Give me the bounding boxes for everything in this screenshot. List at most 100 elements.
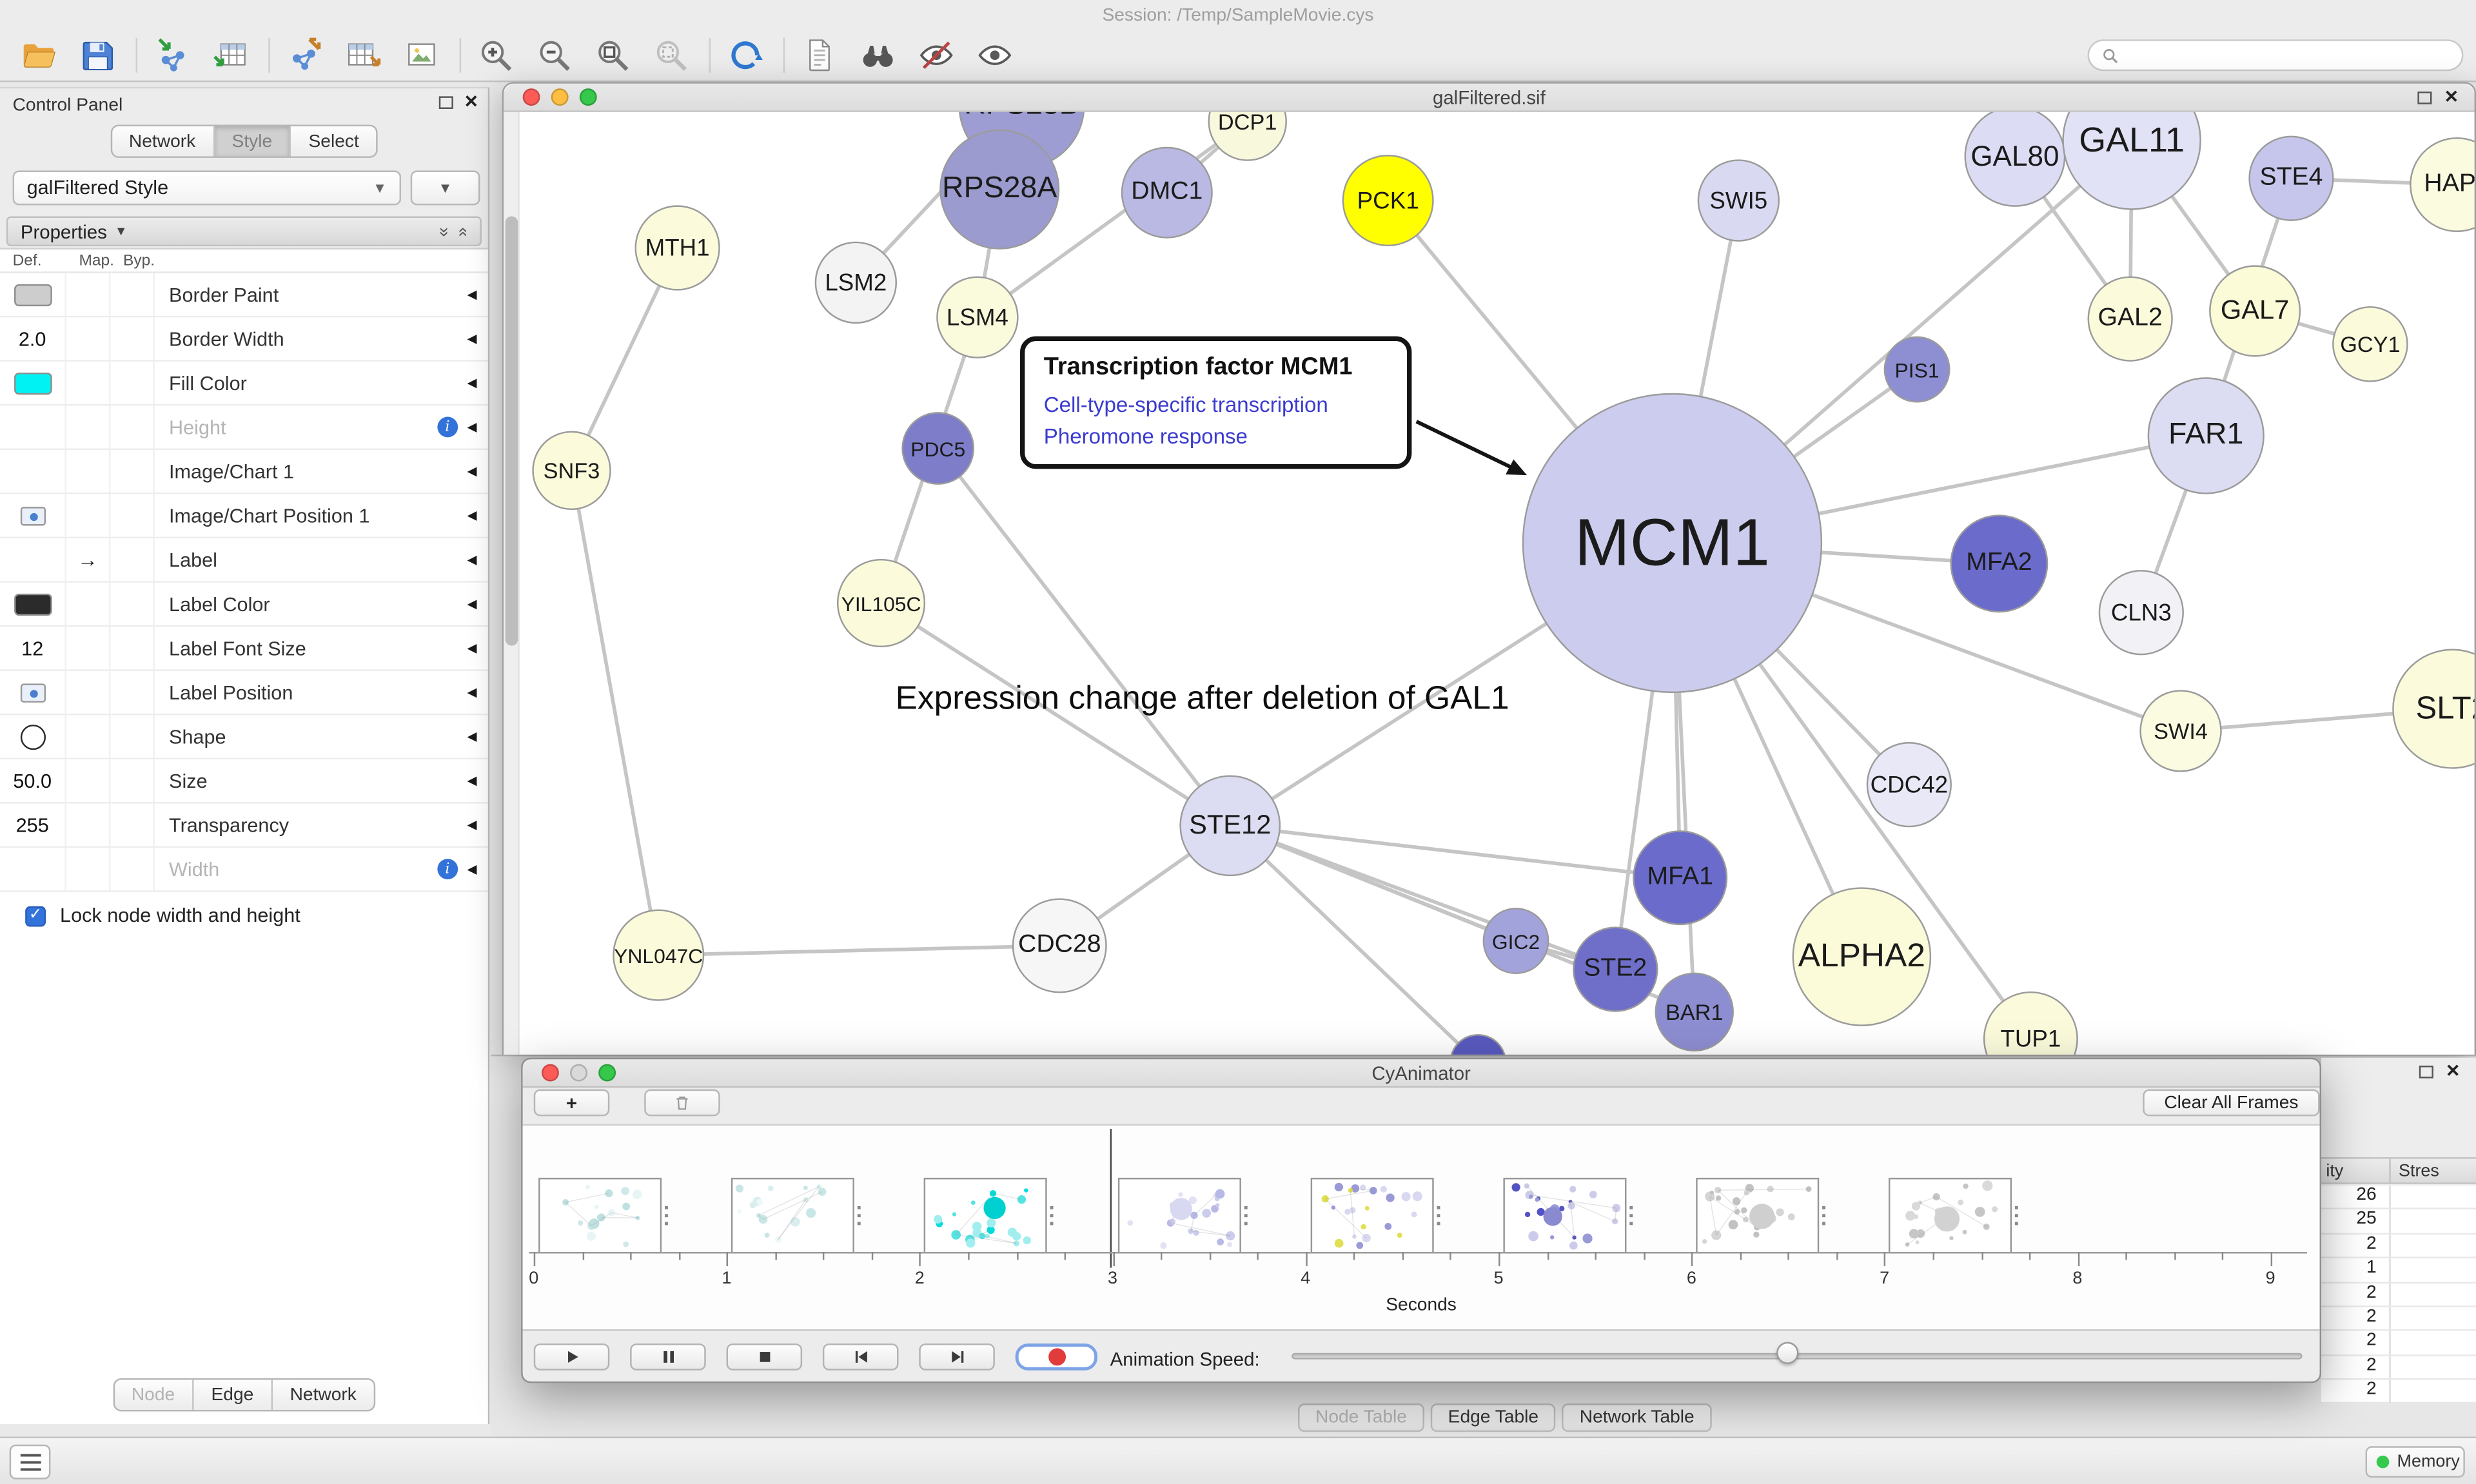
property-default-cell[interactable]: [0, 361, 66, 404]
property-bypass-cell[interactable]: [110, 538, 155, 581]
zoom-window-button[interactable]: [598, 1064, 616, 1082]
zoom-window-button[interactable]: [579, 88, 597, 106]
zoom-out-button[interactable]: [531, 33, 578, 77]
network-window-titlebar[interactable]: galFiltered.sif ✕: [504, 83, 2475, 112]
annotation-link[interactable]: Pheromone response: [1043, 424, 1248, 448]
canvas-scrollbar[interactable]: [504, 112, 520, 1055]
search-input[interactable]: [2127, 44, 2450, 66]
import-network-button[interactable]: [148, 33, 195, 77]
expand-arrow-icon[interactable]: ◀: [467, 685, 477, 699]
animation-frame-thumbnail[interactable]: [731, 1177, 861, 1254]
network-node-yil105c[interactable]: YIL105C: [836, 558, 926, 648]
close-panel-icon[interactable]: ✕: [2445, 1062, 2461, 1082]
expand-arrow-icon[interactable]: ◀: [467, 464, 477, 479]
property-default-cell[interactable]: [0, 405, 66, 449]
play-button[interactable]: [533, 1343, 610, 1371]
network-node-ste2[interactable]: STE2: [1573, 926, 1658, 1012]
expand-arrow-icon[interactable]: ◀: [467, 774, 477, 788]
table-column-header[interactable]: ity: [2321, 1158, 2391, 1183]
close-window-button[interactable]: [542, 1064, 559, 1082]
panel-tab-network[interactable]: Network: [273, 1380, 374, 1410]
network-node-gic2[interactable]: GIC2: [1482, 908, 1549, 975]
property-bypass-cell[interactable]: [110, 449, 155, 493]
add-frame-button[interactable]: +: [533, 1089, 610, 1117]
export-network-button[interactable]: [281, 33, 328, 77]
network-node-ste4[interactable]: STE4: [2248, 135, 2334, 221]
property-mapping-cell[interactable]: [66, 670, 111, 714]
step-forward-button[interactable]: [919, 1343, 995, 1371]
expand-arrow-icon[interactable]: ◀: [467, 508, 477, 523]
property-default-cell[interactable]: [0, 273, 66, 316]
export-table-button[interactable]: [340, 33, 387, 77]
property-default-cell[interactable]: 12: [0, 627, 66, 670]
property-default-cell[interactable]: 2.0: [0, 317, 66, 360]
zoom-fit-button[interactable]: [589, 33, 636, 77]
apply-layout-button[interactable]: [722, 33, 769, 77]
table-row[interactable]: 25: [2321, 1209, 2476, 1235]
expand-arrow-icon[interactable]: ◀: [467, 641, 477, 656]
float-panel-icon[interactable]: [438, 96, 453, 109]
network-node-mth1[interactable]: MTH1: [634, 205, 720, 291]
zoom-in-button[interactable]: [472, 33, 519, 77]
table-row[interactable]: 1: [2321, 1258, 2476, 1283]
network-node-alpha2[interactable]: ALPHA2: [1792, 887, 1932, 1026]
network-node-gal80[interactable]: GAL80: [1964, 112, 2066, 207]
property-bypass-cell[interactable]: [110, 405, 155, 449]
expand-arrow-icon[interactable]: ◀: [467, 375, 477, 390]
float-panel-icon[interactable]: [2417, 90, 2432, 104]
table-row[interactable]: 2: [2321, 1282, 2476, 1307]
animation-frame-thumbnail[interactable]: [1503, 1177, 1633, 1254]
export-image-button[interactable]: [398, 33, 445, 77]
table-row[interactable]: 2: [2321, 1380, 2476, 1405]
property-mapping-cell[interactable]: [66, 627, 111, 670]
show-panels-button[interactable]: [9, 1444, 51, 1479]
speed-slider-thumb[interactable]: [1776, 1342, 1798, 1364]
network-node-far1[interactable]: FAR1: [2147, 377, 2265, 494]
tab-network-table[interactable]: Network Table: [1562, 1403, 1712, 1432]
float-panel-icon[interactable]: [2419, 1066, 2433, 1079]
table-row[interactable]: 26: [2321, 1186, 2476, 1210]
minimize-window-button[interactable]: [570, 1064, 588, 1082]
network-node-mcm1[interactable]: MCM1: [1522, 393, 1823, 694]
expand-all-icon[interactable]: »: [434, 226, 453, 237]
first-neighbors-button[interactable]: [854, 33, 901, 77]
property-bypass-cell[interactable]: [110, 361, 155, 404]
property-bypass-cell[interactable]: [110, 759, 155, 803]
network-node-mfa1[interactable]: MFA1: [1633, 830, 1728, 926]
table-row[interactable]: 2: [2321, 1234, 2476, 1259]
delete-frame-button[interactable]: [644, 1089, 720, 1117]
network-node-lsm4[interactable]: LSM4: [936, 276, 1019, 358]
table-row[interactable]: 2: [2321, 1356, 2476, 1380]
property-default-cell[interactable]: 50.0: [0, 759, 66, 803]
property-mapping-cell[interactable]: [66, 759, 111, 803]
animation-frame-thumbnail[interactable]: [1310, 1177, 1440, 1254]
table-row[interactable]: 2: [2321, 1331, 2476, 1356]
animation-frame-thumbnail[interactable]: [1696, 1177, 1826, 1254]
import-table-button[interactable]: [207, 33, 254, 77]
style-selector[interactable]: galFiltered Style ▼: [12, 170, 402, 206]
collapse-all-icon[interactable]: »: [453, 226, 473, 237]
lock-size-checkbox[interactable]: ✓: [25, 905, 46, 926]
property-default-cell[interactable]: [0, 582, 66, 625]
property-default-cell[interactable]: [0, 848, 66, 891]
clear-all-frames-button[interactable]: Clear All Frames: [2143, 1089, 2320, 1117]
property-default-cell[interactable]: [0, 538, 66, 581]
save-session-button[interactable]: [74, 33, 121, 77]
zoom-selected-button[interactable]: [647, 33, 694, 77]
tab-edge-table[interactable]: Edge Table: [1430, 1403, 1557, 1432]
mcm1-annotation[interactable]: Transcription factor MCM1 Cell-type-spec…: [1020, 336, 1412, 469]
minimize-window-button[interactable]: [551, 88, 569, 106]
timeline-playhead[interactable]: [1109, 1129, 1112, 1268]
property-bypass-cell[interactable]: [110, 317, 155, 360]
tab-network[interactable]: Network: [112, 126, 215, 157]
property-bypass-cell[interactable]: [110, 582, 155, 625]
animation-frame-thumbnail[interactable]: [538, 1177, 668, 1254]
property-mapping-cell[interactable]: [66, 803, 111, 846]
property-bypass-cell[interactable]: [110, 803, 155, 846]
expand-arrow-icon[interactable]: ◀: [467, 596, 477, 611]
panel-tab-edge[interactable]: Edge: [194, 1380, 273, 1410]
property-default-cell[interactable]: [0, 494, 66, 537]
expression-caption[interactable]: Expression change after deletion of GAL1: [895, 680, 1509, 717]
network-node-pdc5[interactable]: PDC5: [901, 412, 975, 485]
property-default-cell[interactable]: 255: [0, 803, 66, 846]
